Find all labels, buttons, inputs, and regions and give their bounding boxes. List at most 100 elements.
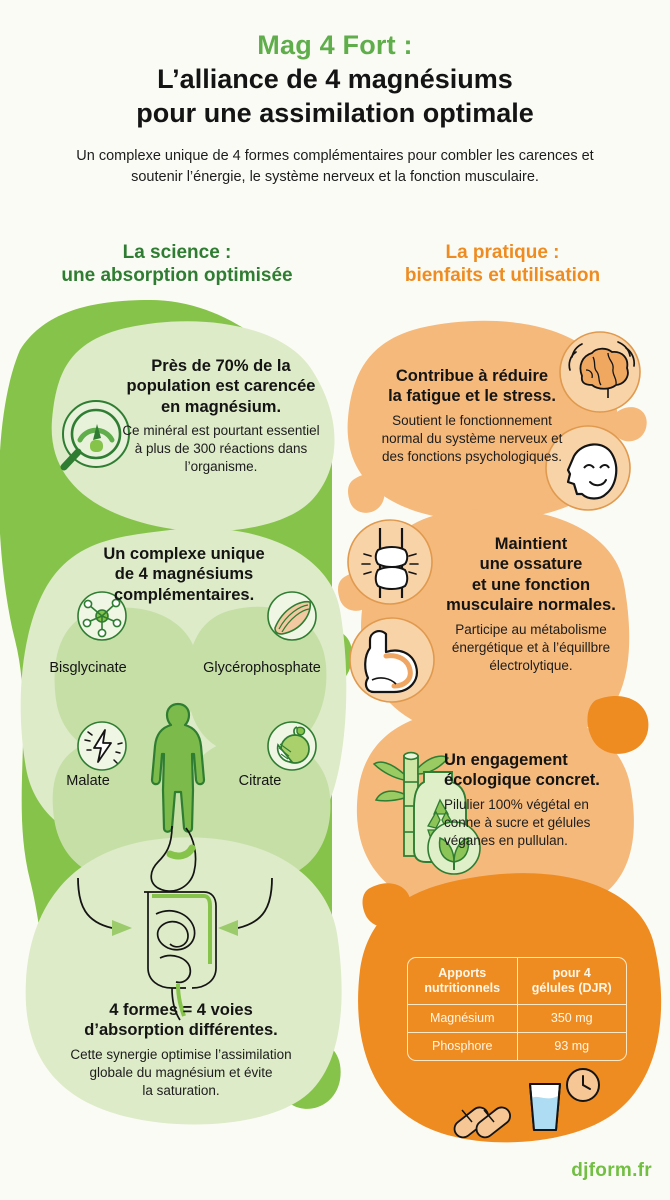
- nutrition-table-header-row: Apports nutritionnels pour 4 gélules (DJ…: [408, 958, 626, 1004]
- card-deficiency-body-line3: l’organisme.: [184, 459, 258, 475]
- card-absorption-body-line2: globale du magnésium et évite: [89, 1064, 273, 1080]
- molecule-icon: [77, 591, 127, 641]
- card-stress-body-line3: des fonctions psychologiques.: [381, 448, 563, 464]
- nutrition-row-0-label: Magnésium: [408, 1005, 518, 1032]
- right-blob-dot-a: [612, 407, 647, 442]
- card-bones-headline-line4: musculaire normales.: [446, 596, 616, 615]
- card-absorption-headline-line2: d’absorption différentes.: [84, 1021, 278, 1040]
- left-card-1-blob: [51, 321, 335, 532]
- brain-icon: [559, 331, 641, 413]
- card-stress-headline-line1: Contribue à réduire: [395, 367, 549, 385]
- card-stress-headline-line2: la fatigue et le stress.: [388, 387, 556, 406]
- citrus-fruit-icon: [267, 721, 317, 771]
- card-deficiency-headline-line3: en magnésium.: [160, 397, 282, 416]
- absorption-arrows: [77, 877, 273, 929]
- nutrition-table-header-left: Apports nutritionnels: [408, 958, 518, 1004]
- card-bones-headline: Maintient une ossature et une fonction m…: [428, 534, 634, 616]
- card-eco-headline-line1: Un engagement: [444, 751, 568, 769]
- page-title-brand: Mag 4 Fort :: [257, 30, 413, 60]
- nutrition-header-left-line1: Apports: [438, 966, 487, 980]
- card-stress-body-line1: Soutient le fonctionnement: [392, 412, 552, 428]
- card-eco-body-line2: conne à sucre et gélules: [444, 814, 591, 830]
- card-bones: Maintient une ossature et une fonction m…: [428, 534, 634, 675]
- leaf-icon: [427, 821, 481, 875]
- card-stress-body-line2: normal du système nerveux et: [381, 430, 563, 446]
- card-eco-headline: Un engagement écologique concret.: [444, 750, 634, 791]
- form-label-glycerophosphate: Glycérophosphate: [203, 660, 321, 676]
- card-complex: Un complexe unique de 4 magnésiums compl…: [62, 544, 306, 605]
- clock-icon: [566, 1068, 600, 1102]
- nutrition-table: Apports nutritionnels pour 4 gélules (DJ…: [407, 957, 627, 1061]
- nutrition-row-0-value: 350 mg: [550, 1011, 593, 1025]
- card-bones-body-line3: électrolytique.: [489, 657, 573, 673]
- card-bones-headline-line1: Maintient: [494, 535, 568, 553]
- left-column-heading-line1: La science :: [122, 242, 232, 263]
- table-row: Phosphore 93 mg: [408, 1032, 626, 1060]
- nutrition-row-1-label: Phosphore: [408, 1033, 518, 1060]
- magnifier-gauge-icon: [60, 400, 130, 471]
- arrow-head-right: [218, 920, 238, 936]
- card-stress-body: Soutient le fonctionnement normal du sys…: [366, 412, 578, 466]
- card-deficiency-body: Ce minéral est pourtant essentiel à plus…: [108, 422, 334, 476]
- left-column-heading: La science : une absorption optimisée: [12, 241, 342, 287]
- lightning-bolt-icon: [77, 721, 127, 771]
- form-label-bisglycinate: Bisglycinate: [49, 660, 127, 676]
- form-petal-bisglycinate: [54, 607, 199, 758]
- card-deficiency-headline-line2: population est carencée: [126, 377, 316, 396]
- card-absorption-body-line3: la saturation.: [142, 1082, 220, 1098]
- right-blob-dot-b: [348, 474, 385, 513]
- human-body-icon: [150, 702, 206, 833]
- form-petal-glycerophosphate: [187, 606, 327, 757]
- right-card-3-blob: [356, 706, 634, 916]
- card-deficiency-body-line2: à plus de 300 réactions dans: [134, 441, 308, 457]
- water-glass-icon: [529, 1083, 561, 1131]
- card-absorption-body: Cette synergie optimise l’assimilation g…: [36, 1046, 326, 1100]
- card-bones-body: Participe au métabolisme énergétique et …: [428, 621, 634, 675]
- card-bones-body-line1: Participe au métabolisme: [455, 621, 607, 637]
- card-eco: Un engagement écologique concret. Piluli…: [444, 750, 634, 850]
- form-label-malate: Malate: [66, 773, 110, 789]
- brand-logo[interactable]: djform.fr: [571, 1160, 652, 1181]
- capsules-icon: [453, 1106, 511, 1139]
- page-subtitle-line2: carences et soutenir l’énergie, le systè…: [131, 147, 594, 185]
- nutrition-table-header-right: pour 4 gélules (DJR): [518, 958, 627, 1004]
- card-complex-headline: Un complexe unique de 4 magnésiums compl…: [62, 544, 306, 605]
- knee-joint-icon: [347, 519, 433, 605]
- right-column-heading-line2: bienfaits et utilisation: [404, 265, 601, 287]
- card-eco-body-line1: Pilulier 100% végétal en: [444, 796, 589, 812]
- page-subtitle-line1: Un complexe unique de 4 formes complémen…: [76, 147, 515, 164]
- card-deficiency-body-line1: Ce minéral est pourtant essentiel: [122, 423, 320, 439]
- arrow-head-left: [112, 920, 132, 936]
- page-subtitle: Un complexe unique de 4 formes complémen…: [0, 146, 670, 188]
- nutrition-row-1-value: 93 mg: [554, 1039, 590, 1053]
- nutrition-header-right-line1: pour 4: [552, 966, 591, 980]
- right-column-heading-line1: La pratique :: [445, 242, 560, 263]
- nutrition-header-left-line2: nutritionnels: [424, 981, 501, 995]
- card-deficiency-headline: Près de 70% de la population est carencé…: [108, 356, 334, 417]
- card-absorption-body-line1: Cette synergie optimise l’assimilation: [70, 1046, 292, 1062]
- card-eco-headline-line2: écologique concret.: [444, 771, 600, 790]
- card-absorption: 4 formes = 4 voies d’absorption différen…: [36, 1000, 326, 1100]
- card-complex-headline-line2: de 4 magnésiums: [114, 565, 254, 584]
- card-complex-headline-line3: complémentaires.: [113, 585, 255, 604]
- card-absorption-headline: 4 formes = 4 voies d’absorption différen…: [36, 1000, 326, 1041]
- orange-accent-dot: [362, 883, 411, 928]
- card-bones-headline-line3: et une fonction: [471, 575, 591, 594]
- card-eco-body-line3: véganes en pullulan.: [444, 832, 568, 848]
- page-title-line3: pour une assimilation optimale: [136, 98, 534, 129]
- card-deficiency-headline-line1: Près de 70% de la: [151, 357, 291, 375]
- table-row: Magnésium 350 mg: [408, 1004, 626, 1032]
- card-stress-headline: Contribue à réduire la fatigue et le str…: [366, 366, 578, 407]
- card-bones-body-line2: énergétique et à l’équillbre: [451, 639, 611, 655]
- card-stress: Contribue à réduire la fatigue et le str…: [366, 366, 578, 466]
- right-column-heading: La pratique : bienfaits et utilisation: [345, 241, 660, 287]
- card-bones-headline-line2: une ossature: [479, 555, 583, 574]
- left-column-heading-line2: une absorption optimisée: [61, 265, 293, 287]
- card-absorption-headline-line1: 4 formes = 4 voies: [109, 1001, 253, 1019]
- calm-face-icon: [545, 425, 631, 511]
- biceps-icon: [349, 617, 435, 703]
- card-eco-body: Pilulier 100% végétal en conne à sucre e…: [444, 796, 634, 850]
- digestive-system-icon: [144, 825, 217, 1021]
